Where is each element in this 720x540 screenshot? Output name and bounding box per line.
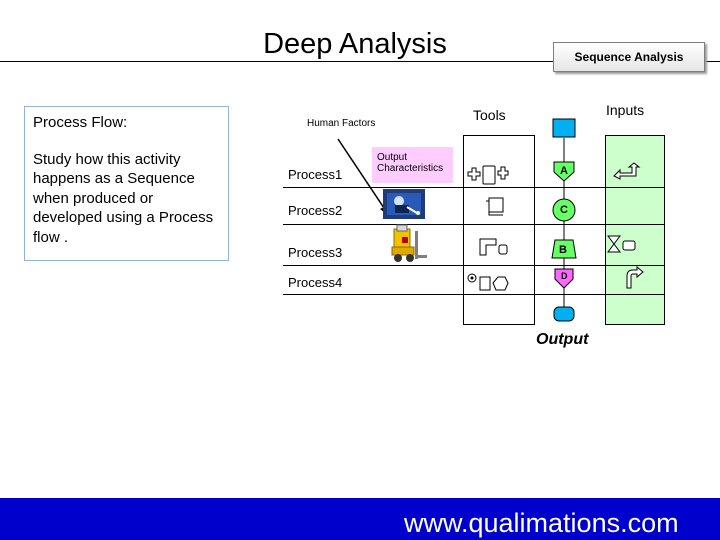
sequence-flow [551, 118, 577, 322]
node-label-b: B [559, 244, 567, 256]
node-label-a: A [560, 165, 568, 177]
node-label-d: D [561, 271, 568, 281]
tool-set-3-icon [479, 238, 508, 256]
sequence-node-a [553, 161, 575, 182]
welder-worker-icon [383, 189, 425, 219]
tools-column [463, 135, 535, 325]
output-label: Output [536, 331, 589, 348]
sequence-start-node [552, 118, 576, 138]
input-bent-arrow-icon [626, 266, 644, 289]
input-arrow-1-icon [613, 162, 641, 180]
info-box-body: Study how this activity happens as a Seq… [33, 150, 214, 246]
title-divider [0, 61, 720, 62]
sequence-node-c [552, 198, 576, 222]
node-label-c: C [560, 204, 568, 216]
input-hourglass-icon [607, 235, 636, 253]
process-label-3: Process3 [288, 245, 343, 260]
sequence-output-node [553, 306, 575, 322]
output-characteristics-box: Output Characteristics [372, 147, 453, 183]
footer-bar [0, 498, 720, 540]
process-flow-info-box: Process Flow: Study how this activity ha… [24, 106, 229, 261]
info-box-title: Process Flow: [33, 114, 128, 131]
sequence-node-b [551, 239, 577, 259]
process4-line [283, 294, 665, 295]
process1-line [283, 187, 665, 188]
website-link[interactable]: www.qualimations.com [404, 508, 679, 538]
process2-line [283, 224, 665, 225]
process-label-1: Process1 [288, 167, 343, 182]
page-title: Deep Analysis [263, 28, 447, 60]
sequence-node-d [554, 268, 574, 289]
tool-set-2-icon [486, 197, 504, 216]
process-label-2: Process2 [288, 203, 343, 218]
human-factors-label: Human Factors [307, 118, 376, 129]
inputs-label: Inputs [606, 102, 645, 118]
tools-label: Tools [473, 107, 506, 123]
forklift-icon [391, 224, 427, 262]
tool-set-1-icon [467, 165, 509, 185]
tool-set-4-icon [467, 273, 509, 291]
sequence-analysis-button[interactable]: Sequence Analysis [553, 42, 705, 72]
process3-line [283, 265, 665, 266]
process-label-4: Process4 [288, 275, 343, 290]
